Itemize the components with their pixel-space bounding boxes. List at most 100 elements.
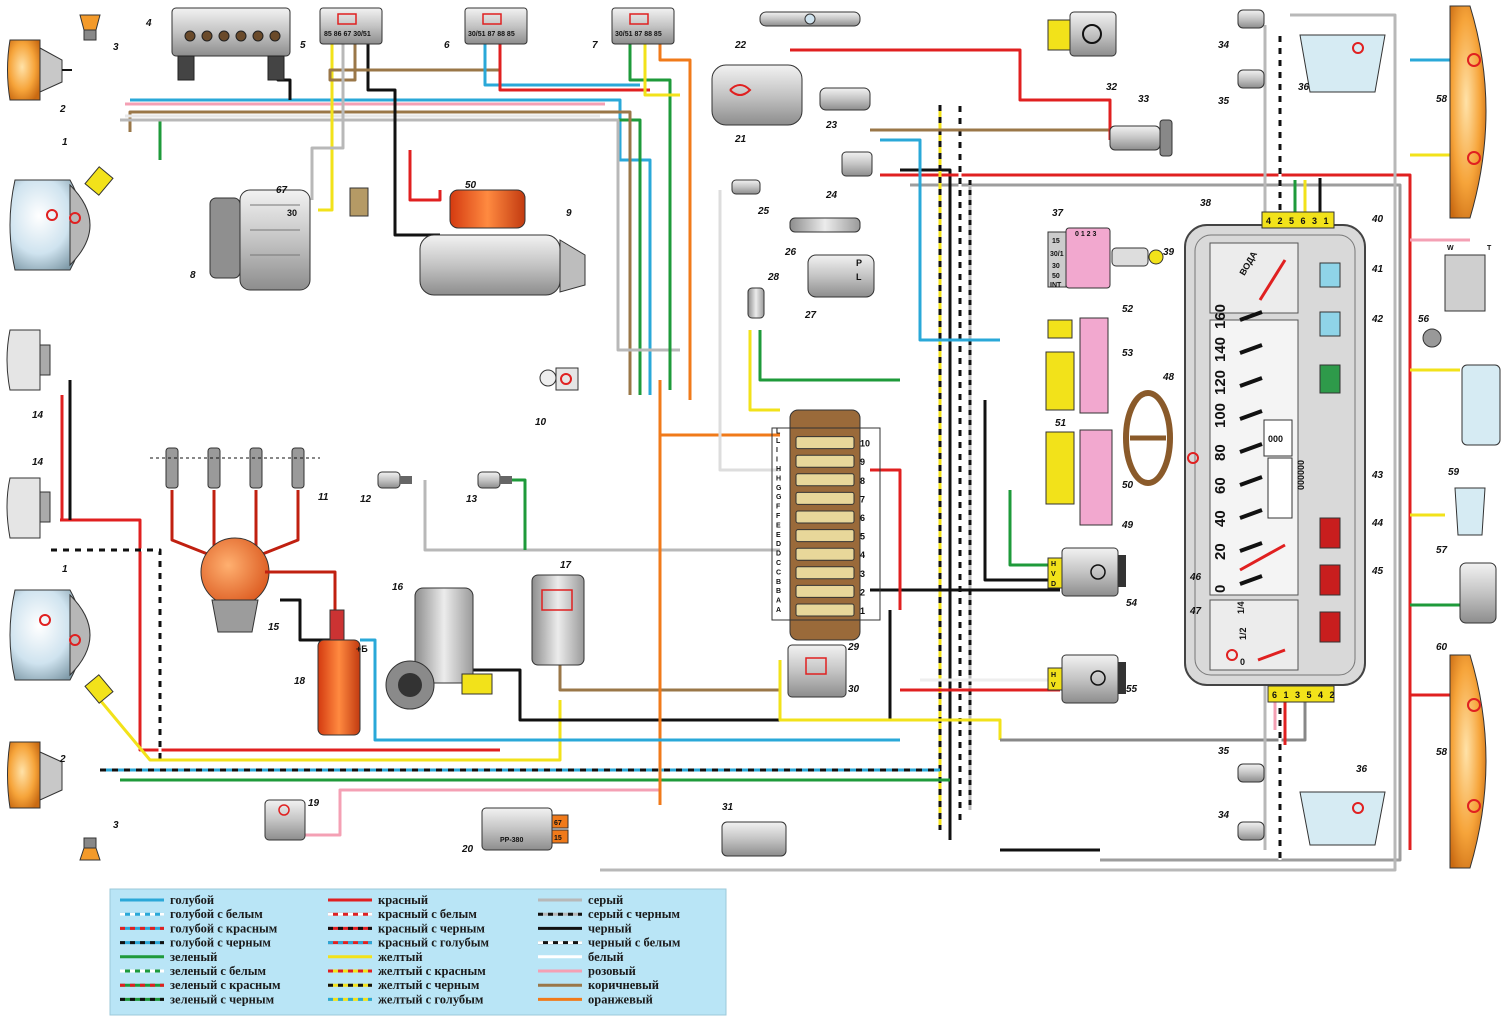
svg-text:H: H [1051, 672, 1056, 679]
wire-black [366, 40, 440, 237]
label-12: 12 [360, 494, 372, 505]
label-33: 33 [1138, 94, 1150, 105]
fuse-letter: E [776, 532, 781, 539]
wire-yellow [318, 40, 334, 212]
front-turn-signal-left-bottom [7, 741, 63, 809]
legend-label: коричневый [588, 978, 659, 992]
fuse-letter: G [776, 494, 782, 501]
legend-label: серый [588, 893, 623, 907]
fuse-letter: B [776, 588, 781, 595]
legend-label: черный [588, 921, 632, 935]
legend-entry: желтый с голубым [328, 992, 484, 1006]
sensor-25 [731, 179, 761, 195]
alternator: 30 [209, 187, 369, 291]
side-repeater-top [79, 14, 101, 41]
label-55: 55 [1126, 684, 1138, 695]
legend-label: голубой с красным [170, 921, 278, 935]
label-42: 42 [1371, 314, 1384, 325]
label-59: 59 [1448, 467, 1460, 478]
legend-label: желтый с голубым [378, 992, 484, 1006]
label-9: 9 [566, 208, 572, 219]
label-5: 5 [300, 40, 306, 51]
label-4: 4 [145, 18, 152, 29]
label-6: 6 [444, 40, 450, 51]
label-24: 24 [825, 190, 838, 201]
wire-green-fuse [758, 330, 900, 382]
label-2a: 2 [59, 104, 66, 115]
sensor-28 [747, 287, 765, 319]
distributor [200, 537, 337, 633]
legend-entry: желтый [328, 950, 423, 964]
wire-brown-17 [558, 600, 780, 692]
svg-text:85 86 67 30/51: 85 86 67 30/51 [324, 31, 371, 38]
label-60: 60 [1436, 642, 1448, 653]
fuse-letter: C [776, 560, 781, 567]
legend-entry: красный с черным [328, 921, 485, 935]
lamp-35-bottom [1237, 763, 1265, 783]
label-22: 22 [734, 40, 747, 51]
legend-entry: оранжевый [538, 992, 653, 1006]
svg-text:000000: 000000 [1296, 460, 1306, 490]
label-41: 41 [1371, 264, 1384, 275]
label-32: 32 [1106, 82, 1118, 93]
svg-text:1/2: 1/2 [1238, 627, 1248, 640]
label-46: 46 [1189, 572, 1202, 583]
connector-pin: 3 [1312, 216, 1317, 226]
fuse-number: 8 [860, 476, 865, 486]
legend-label: желтый [378, 950, 423, 964]
legend-entry: серый с черным [538, 907, 680, 921]
connector-pin: 4 [1266, 216, 1271, 226]
wire-black-16 [460, 610, 892, 722]
switch-54[interactable]: H V D [1047, 547, 1126, 597]
switch-55[interactable]: H V [1047, 654, 1126, 704]
column-switch [1045, 317, 1113, 526]
svg-text:15: 15 [1052, 238, 1060, 245]
speed-tick [1239, 574, 1263, 586]
fuse-letter: A [776, 607, 781, 614]
label-30: 30 [848, 684, 860, 695]
speed-tick [1239, 508, 1263, 520]
lamp-36-bottom [1299, 791, 1386, 846]
wire-blue-coil [360, 638, 900, 742]
switch-56: W T [1422, 245, 1492, 348]
legend-entry: зеленый с черным [120, 992, 275, 1006]
relay-6: 30/51 87 88 85 [464, 7, 528, 45]
legend-entry: зеленый с белым [120, 964, 267, 978]
switch-23 [819, 87, 871, 111]
fuse-letter: I [776, 447, 778, 454]
lamp-34-top [1237, 9, 1265, 29]
legend-label: оранжевый [588, 992, 653, 1006]
connector-pin: 6 [1301, 216, 1306, 226]
label-47: 47 [1189, 606, 1202, 617]
wire-green-54 [1008, 490, 1060, 567]
svg-text:1/4: 1/4 [1236, 601, 1246, 614]
legend-entry: голубой с черным [120, 936, 271, 950]
speed-tick-label: 100 [1212, 403, 1229, 428]
legend-entry: голубой с красным [120, 921, 278, 935]
steering-wheel[interactable] [1123, 390, 1173, 486]
side-repeater-bottom [79, 837, 101, 861]
svg-text:0: 0 [1240, 657, 1245, 667]
speed-tick-label: 20 [1212, 543, 1229, 560]
label-28: 28 [767, 272, 780, 283]
relay-5: 85 86 67 30/51 [319, 7, 383, 45]
label-44: 44 [1371, 518, 1384, 529]
voltage-regulator: PP-380 67 15 [481, 807, 569, 851]
label-25: 25 [757, 206, 770, 217]
fuse-letter: L [776, 428, 781, 435]
legend-entry: черный [538, 921, 632, 935]
label-20: 20 [461, 844, 474, 855]
label-53: 53 [1122, 348, 1134, 359]
connector-pin: 5 [1307, 690, 1312, 700]
fuse-number: 3 [860, 569, 865, 579]
label-45: 45 [1371, 566, 1384, 577]
wire-yellow-left [98, 699, 562, 762]
wire-red-batt [408, 150, 442, 202]
fuse-number: 2 [860, 587, 865, 597]
speed-tick [1239, 409, 1263, 421]
legend-label: зеленый [170, 950, 217, 964]
lamp-57 [1454, 487, 1486, 536]
